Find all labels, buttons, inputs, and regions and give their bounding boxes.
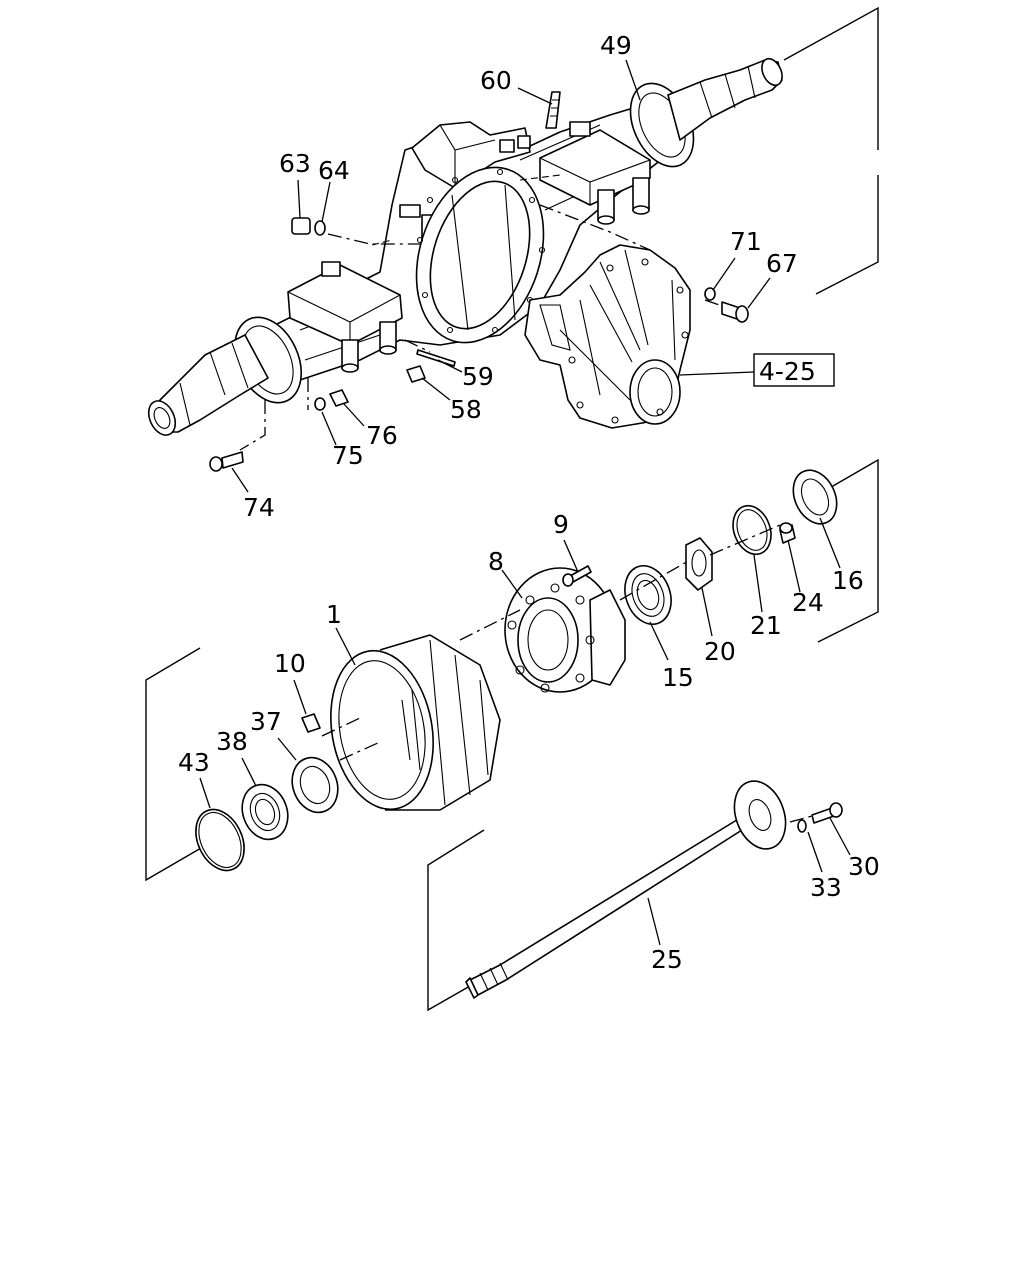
assembly-center-lines xyxy=(239,174,813,823)
leader-lines xyxy=(199,59,851,946)
part-71-washer xyxy=(704,287,716,301)
assembly-frame-hub xyxy=(817,458,879,643)
part-16-cap xyxy=(792,469,838,525)
reference-box xyxy=(753,353,835,387)
axle-spindle-right xyxy=(667,57,783,141)
callout-labels: 49 60 63 64 71 67 4-25 59 58 76 75 74 9 … xyxy=(178,31,880,974)
callout-9: 9 xyxy=(553,510,569,539)
callout-4-25: 4-25 xyxy=(759,357,816,386)
callout-37: 37 xyxy=(250,707,282,736)
part-1-brake-drum xyxy=(330,634,501,811)
axle-housing xyxy=(147,57,783,436)
callout-58: 58 xyxy=(450,395,482,424)
callout-74: 74 xyxy=(243,493,275,522)
callout-76: 76 xyxy=(366,421,398,450)
spring-seat-right xyxy=(539,121,651,225)
axle-spindle-left xyxy=(147,334,269,436)
callout-10: 10 xyxy=(274,649,306,678)
callout-67: 67 xyxy=(766,249,798,278)
part-30-bolt xyxy=(811,802,843,824)
part-15-bearing xyxy=(624,565,672,625)
part-21-lock-washer xyxy=(732,504,772,556)
part-75-washer xyxy=(314,397,326,411)
callout-20: 20 xyxy=(704,637,736,666)
callout-16: 16 xyxy=(832,566,864,595)
callout-49: 49 xyxy=(600,31,632,60)
callout-8: 8 xyxy=(488,547,504,576)
callout-59: 59 xyxy=(462,362,494,391)
part-33-washer xyxy=(797,819,807,833)
part-59-stud xyxy=(416,349,456,367)
callout-24: 24 xyxy=(792,588,824,617)
callout-1: 1 xyxy=(326,600,342,629)
bracket-top xyxy=(411,121,531,189)
part-9-hub-bolt xyxy=(562,565,592,587)
part-10-nut xyxy=(301,713,321,733)
part-37-bearing xyxy=(291,756,339,814)
part-76-nut xyxy=(329,389,349,407)
assembly-frame-top xyxy=(783,6,879,295)
part-25-axle-shaft xyxy=(465,780,787,999)
callout-64: 64 xyxy=(318,156,350,185)
callout-43: 43 xyxy=(178,748,210,777)
assembly-frame-brake xyxy=(145,647,233,882)
spring-seat-left xyxy=(287,204,443,373)
part-24-screw xyxy=(779,522,796,544)
part-63-plug xyxy=(291,217,311,235)
part-20-nut xyxy=(685,537,713,591)
part-60-breather xyxy=(545,91,561,129)
callout-33: 33 xyxy=(810,873,842,902)
callout-25: 25 xyxy=(651,945,683,974)
callout-15: 15 xyxy=(662,663,694,692)
callout-75: 75 xyxy=(332,441,364,470)
part-8-wheel-hub xyxy=(504,567,626,693)
callout-30: 30 xyxy=(848,852,880,881)
callout-38: 38 xyxy=(216,727,248,756)
part-43-snap-ring xyxy=(195,808,245,872)
part-64-gasket xyxy=(314,220,326,236)
part-74-bolt xyxy=(209,451,244,472)
part-38-oil-seal xyxy=(241,783,289,841)
callout-60: 60 xyxy=(480,66,512,95)
part-67-bolt xyxy=(721,301,749,323)
differential-carrier xyxy=(524,244,691,429)
assembly-frame-shaft xyxy=(427,829,485,1012)
callout-21: 21 xyxy=(750,611,782,640)
part-58-nut xyxy=(406,365,426,383)
carrier-opening xyxy=(415,166,545,344)
callout-63: 63 xyxy=(279,149,311,178)
callout-71: 71 xyxy=(730,227,762,256)
